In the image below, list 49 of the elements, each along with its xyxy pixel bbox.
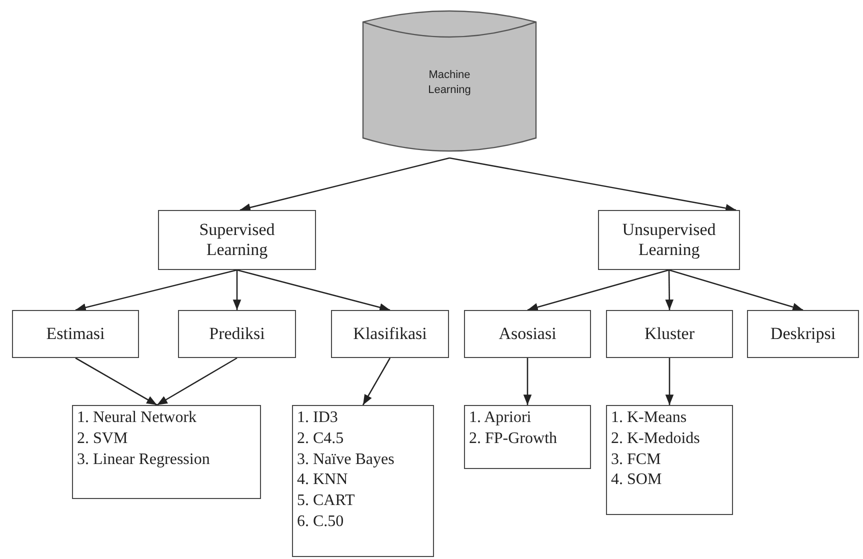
arrow xyxy=(665,270,674,310)
node-label: Machine Learning xyxy=(427,68,472,98)
arrow xyxy=(449,157,736,212)
list-box xyxy=(292,405,434,557)
category-box xyxy=(158,210,316,270)
arrow xyxy=(527,269,670,312)
category-box xyxy=(178,310,296,358)
category-box xyxy=(331,310,449,358)
list-box xyxy=(606,405,733,515)
category-box xyxy=(747,310,859,358)
node-label: Klasifikasi xyxy=(353,324,427,344)
list-item: 3. FCM xyxy=(611,450,661,470)
node-label: Supervised Learning xyxy=(198,220,276,260)
list-item: 2. FP-Growth xyxy=(469,428,558,449)
category-box xyxy=(12,310,139,358)
node-label: Prediksi xyxy=(209,324,265,344)
arrow xyxy=(156,357,238,406)
arrow xyxy=(665,358,674,405)
arrow xyxy=(75,357,158,406)
list-item: 2. C4.5 xyxy=(297,428,344,449)
arrow xyxy=(240,157,450,212)
arrow xyxy=(523,358,532,405)
node-label: Kluster xyxy=(644,324,695,344)
category-box xyxy=(464,310,591,358)
list-item: 2. SVM xyxy=(77,428,128,449)
list-item: 4. SOM xyxy=(611,470,662,490)
node-label: Asosiasi xyxy=(498,324,556,344)
list-item: 6. C.50 xyxy=(297,512,344,532)
arrow xyxy=(362,358,391,406)
node-label: Unsupervised Learning xyxy=(622,220,716,260)
arrow xyxy=(232,270,242,310)
arrow xyxy=(668,269,804,311)
node-label: Estimasi xyxy=(46,324,105,344)
list-item: 1. ID3 xyxy=(297,408,338,428)
list-item: 3. Linear Regression xyxy=(77,450,210,470)
list-item: 2. K-Medoids xyxy=(611,428,700,449)
list-item: 3. Naïve Bayes xyxy=(297,450,394,470)
node-label: Deskripsi xyxy=(770,324,836,344)
list-item: 5. CART xyxy=(297,491,355,512)
category-box xyxy=(606,310,733,358)
arrow xyxy=(236,269,390,312)
list-item: 4. KNN xyxy=(297,470,348,490)
list-item: 1. Apriori xyxy=(469,408,532,428)
list-item: 1. Neural Network xyxy=(77,408,197,428)
list-box xyxy=(464,405,591,469)
list-box xyxy=(72,405,261,499)
category-box xyxy=(598,210,740,270)
arrow xyxy=(75,269,238,312)
list-item: 1. K-Means xyxy=(611,408,687,428)
